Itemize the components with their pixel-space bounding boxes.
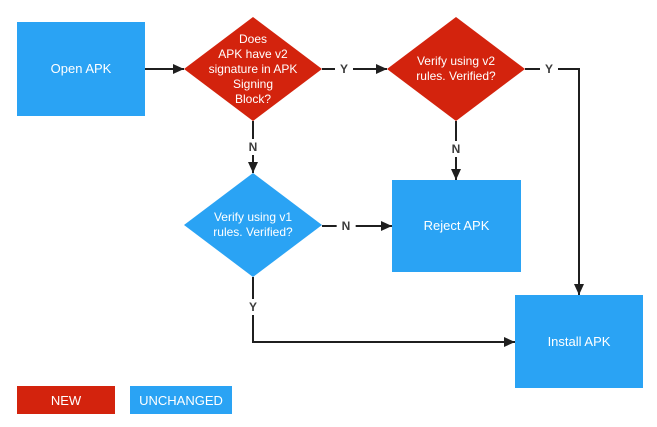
node-open-apk-label: Open APK	[50, 61, 112, 76]
node-v2-verify: Verify using v2 rules. Verified?	[387, 17, 525, 121]
edge-label-v1verify-no: N	[336, 218, 356, 234]
edge-label-v2check-yes: Y	[334, 61, 354, 77]
node-v2-signature-check: Does APK have v2 signature in APK Signin…	[184, 17, 322, 121]
edge-label-v2check-no: N	[243, 139, 263, 155]
node-install-apk: Install APK	[515, 295, 643, 388]
node-reject-apk-label: Reject APK	[423, 218, 490, 233]
node-v2-signature-check-label: Does APK have v2 signature in APK Signin…	[208, 31, 298, 106]
node-open-apk: Open APK	[17, 22, 145, 116]
legend-new-label: NEW	[50, 392, 82, 408]
edge-label-v2verify-yes: Y	[539, 61, 559, 77]
legend-unchanged-label: UNCHANGED	[139, 392, 223, 408]
edge-v1verify-yes	[252, 277, 515, 347]
edge-label-v1verify-yes: Y	[243, 299, 263, 315]
node-v1-verify-label: Verify using v1 rules. Verified?	[213, 210, 293, 239]
edge-v2verify-yes	[525, 68, 584, 295]
legend-new: NEW	[17, 386, 115, 414]
node-v1-verify: Verify using v1 rules. Verified?	[184, 173, 322, 277]
node-install-apk-label: Install APK	[547, 333, 611, 349]
legend-unchanged: UNCHANGED	[130, 386, 232, 414]
edge-label-v2verify-no: N	[446, 141, 466, 157]
node-reject-apk: Reject APK	[392, 180, 521, 272]
node-v2-verify-label: Verify using v2 rules. Verified?	[416, 54, 496, 83]
